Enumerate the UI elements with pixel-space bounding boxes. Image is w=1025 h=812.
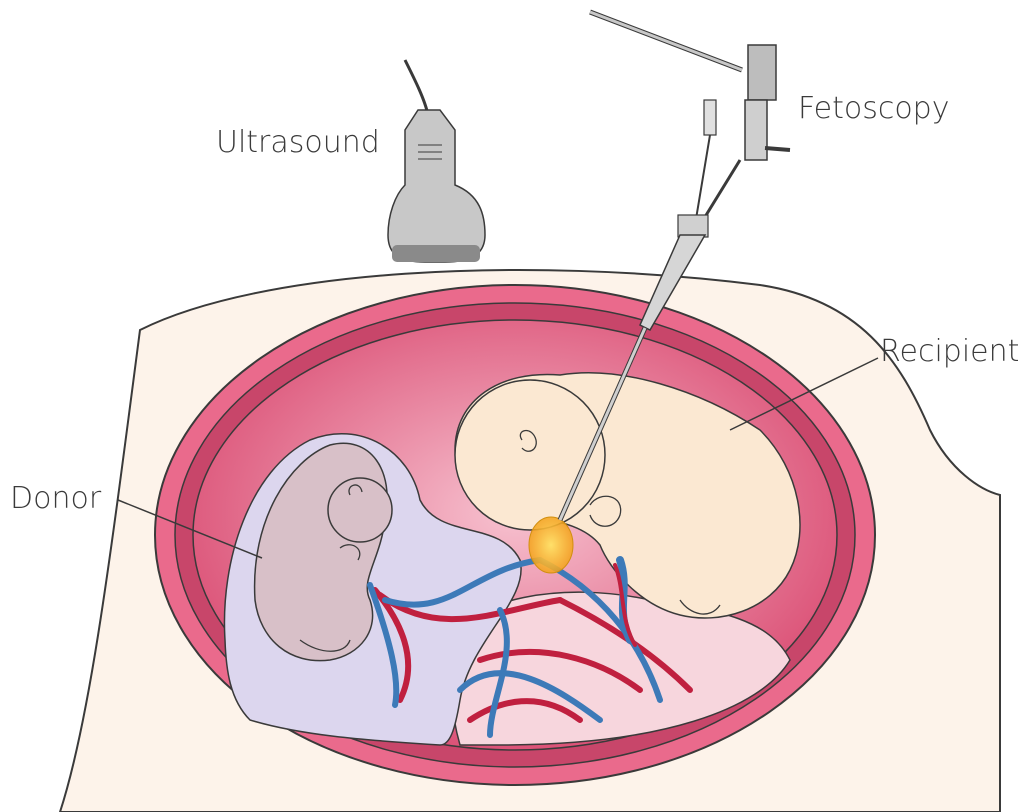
ultrasound-probe-icon xyxy=(388,60,485,262)
laser-spot xyxy=(529,517,573,573)
label-recipient: Recipient xyxy=(880,337,1019,367)
label-fetoscopy: Fetoscopy xyxy=(798,94,949,124)
label-donor: Donor xyxy=(10,484,101,514)
label-ultrasound: Ultrasound xyxy=(216,128,380,158)
